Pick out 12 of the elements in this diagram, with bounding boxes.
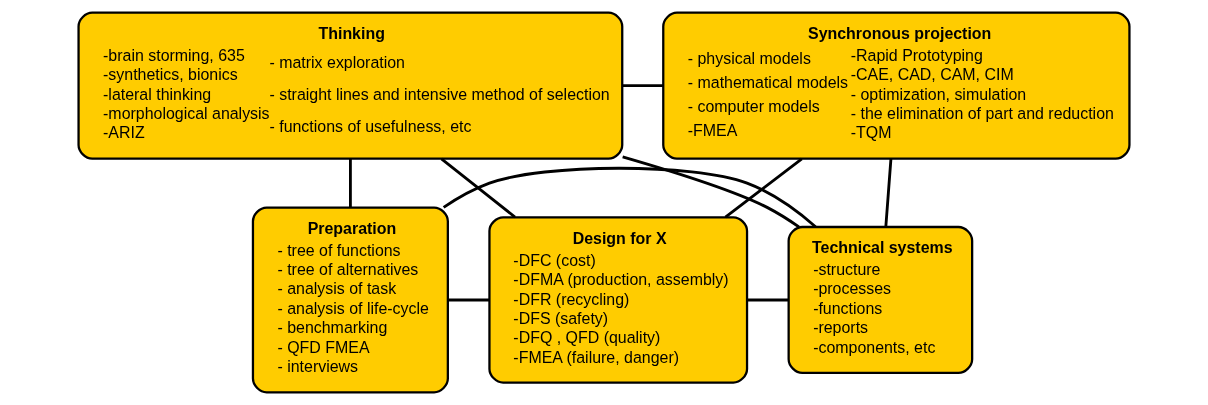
connector: [448, 298, 490, 302]
connector: [884, 158, 893, 228]
connector: [442, 166, 817, 228]
connector: [747, 298, 789, 302]
node-box: Technical systems -structure -processes -functions -reports -components, etc: [787, 225, 974, 375]
connector: [348, 158, 352, 208]
connector: [440, 157, 516, 219]
node-box: Preparation - tree of functions - tree of alternatives - analysis of task - analysis of life-cycle - benchmarking - QFD FMEA - interviews: [251, 206, 449, 394]
connector: [724, 157, 803, 219]
node-box: Design for X -DFC (cost) -DFMA (production, assembly) -DFR (recycling) -DFS (safety) -DFQ , QFD (quality) -FMEA (failure, danger): [488, 216, 749, 384]
connector: [622, 84, 663, 88]
connector: [622, 155, 800, 229]
